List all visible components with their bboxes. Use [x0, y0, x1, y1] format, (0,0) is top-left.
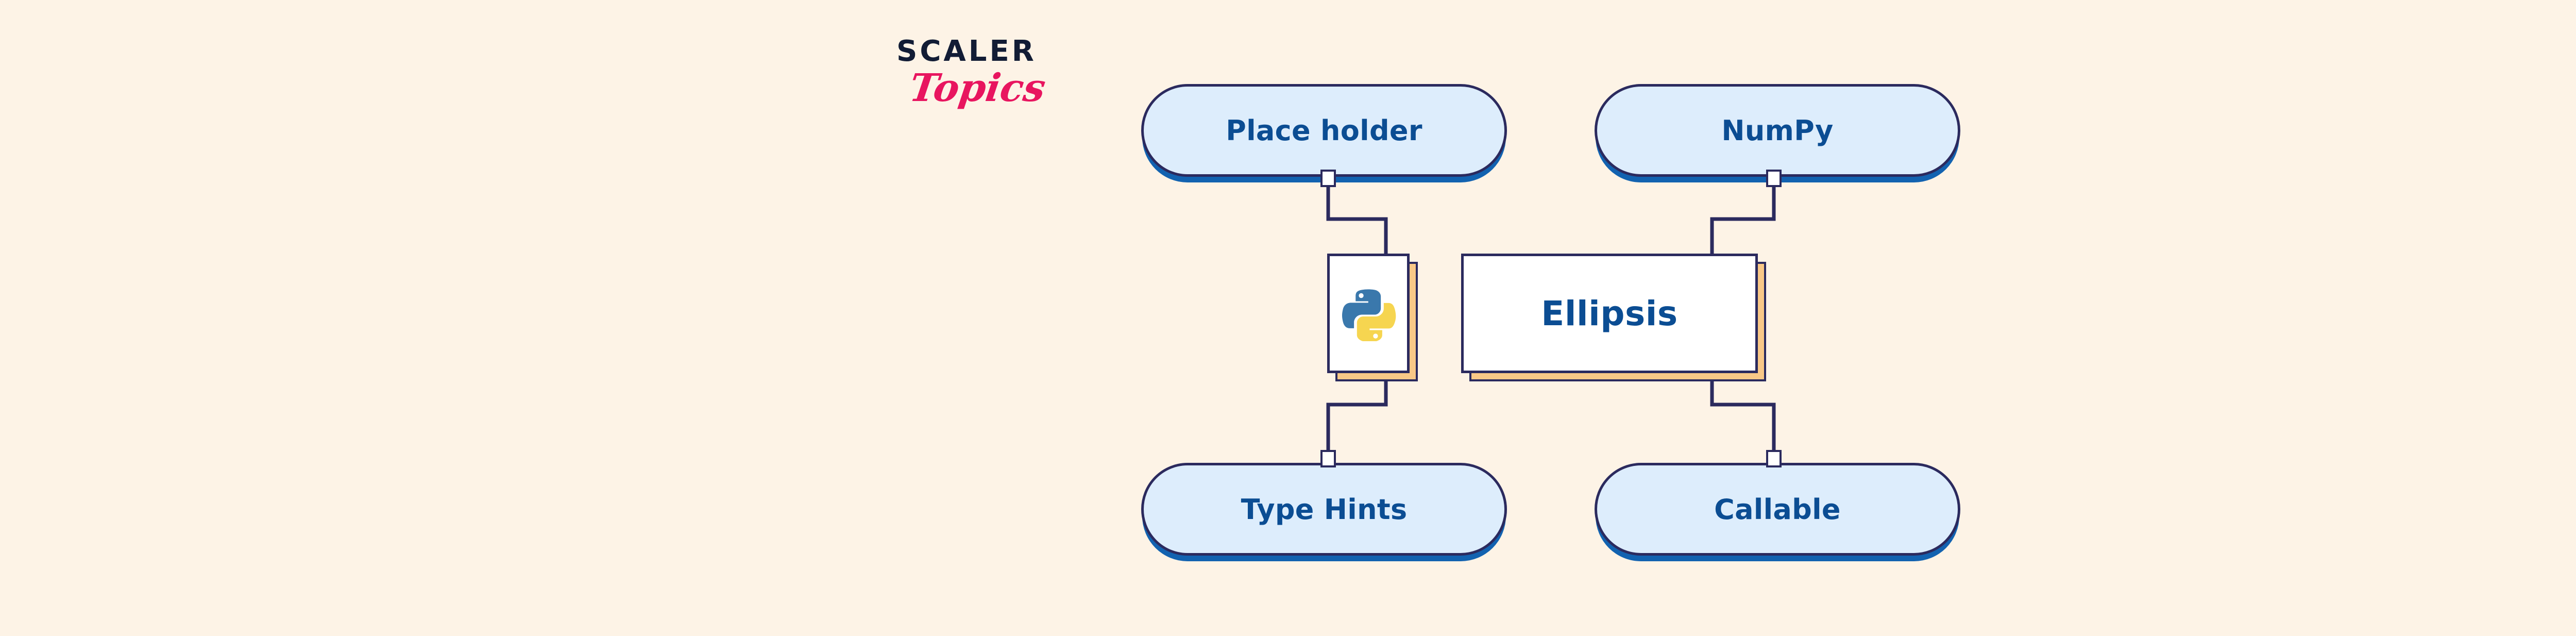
- brand-wordmark-topics: Topics: [906, 66, 1048, 110]
- python-logo-icon: [1342, 289, 1396, 341]
- joint-marker-placeholder: [1320, 170, 1336, 187]
- node-numpy[interactable]: NumPy: [1595, 84, 1960, 177]
- node-label-numpy: NumPy: [1721, 114, 1834, 147]
- scaler-topics-logo: SCALER Topics: [896, 37, 1051, 125]
- connector-numpy-to-center: [1710, 183, 1776, 254]
- joint-marker-callable: [1766, 450, 1782, 467]
- node-callable[interactable]: Callable: [1595, 463, 1960, 556]
- connector-placeholder-to-center: [1326, 183, 1388, 254]
- node-label-type-hints: Type Hints: [1241, 493, 1408, 526]
- connector-center-to-typehints: [1326, 381, 1388, 464]
- center-title: Ellipsis: [1541, 293, 1678, 333]
- node-label-place-holder: Place holder: [1226, 114, 1422, 147]
- python-logo-card: [1327, 254, 1410, 373]
- joint-marker-numpy: [1766, 170, 1782, 187]
- joint-marker-typehints: [1320, 450, 1336, 467]
- ellipsis-title-card: Ellipsis: [1461, 254, 1758, 373]
- brand-wordmark-scaler: SCALER: [896, 35, 1037, 68]
- connector-center-to-callable: [1710, 381, 1776, 464]
- node-type-hints[interactable]: Type Hints: [1141, 463, 1507, 556]
- node-place-holder[interactable]: Place holder: [1141, 84, 1507, 177]
- node-label-callable: Callable: [1714, 493, 1841, 526]
